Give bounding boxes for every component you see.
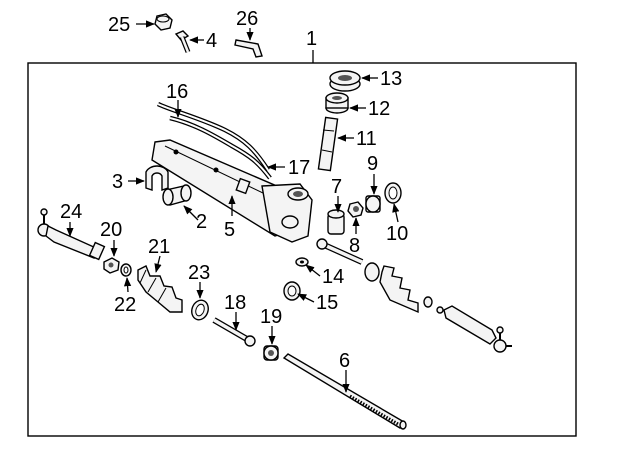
callout-11: 11 — [356, 128, 377, 150]
callout-6: 6 — [339, 350, 350, 372]
part-18-inner-tie-rod — [212, 317, 256, 347]
callout-2: 2 — [196, 211, 207, 233]
part-23-ring — [191, 299, 209, 321]
part-22-clamp — [120, 263, 132, 277]
part-20-jam-nut — [103, 257, 120, 274]
callout-26: 26 — [236, 8, 258, 30]
part-15-clamp — [283, 281, 301, 301]
callout-14: 14 — [322, 266, 344, 288]
callout-21: 21 — [148, 236, 170, 258]
part-right-boot — [364, 262, 444, 314]
part-2-bushing — [162, 184, 192, 206]
part-4-bolt — [174, 30, 191, 53]
part-19-bushing — [263, 345, 279, 361]
part-8-nut — [347, 201, 364, 218]
callout-19: 19 — [260, 306, 282, 328]
callout-24: 24 — [60, 201, 82, 223]
leader-14 — [305, 264, 321, 277]
callout-1: 1 — [306, 28, 317, 50]
callout-13: 13 — [380, 68, 402, 90]
callout-17: 17 — [288, 157, 310, 179]
part-10-seal-ring — [384, 182, 402, 204]
callout-4: 4 — [206, 30, 217, 52]
part-14-washer — [295, 257, 309, 267]
callout-20: 20 — [100, 219, 122, 241]
callout-5: 5 — [224, 219, 235, 241]
callout-22: 22 — [114, 294, 136, 316]
callout-25: 25 — [108, 14, 130, 36]
leader-2 — [183, 205, 199, 221]
leader-10 — [392, 203, 400, 223]
part-26-pin — [234, 39, 263, 58]
callout-9: 9 — [367, 153, 378, 175]
callout-10: 10 — [386, 223, 408, 245]
part-13-mount — [329, 70, 361, 92]
leader-15 — [297, 293, 315, 303]
part-9-plug — [365, 195, 381, 213]
callout-3: 3 — [112, 171, 123, 193]
assembly-frame — [27, 62, 577, 437]
part-outer-tie-rod-right — [443, 305, 512, 353]
part-5-gear-housing — [151, 139, 313, 243]
part-21-boot — [137, 265, 183, 313]
part-16-fluid-lines — [156, 101, 272, 180]
part-24-outer-tie-rod — [37, 208, 106, 261]
callout-8: 8 — [349, 235, 360, 257]
callout-18: 18 — [224, 292, 246, 314]
callout-7: 7 — [331, 176, 342, 198]
part-inner-tie-rod-right — [316, 238, 364, 265]
callout-16: 16 — [166, 81, 188, 103]
leader-21 — [154, 255, 162, 273]
part-25-nut — [154, 13, 173, 31]
callout-15: 15 — [316, 292, 338, 314]
callout-12: 12 — [368, 98, 390, 120]
part-7-yoke — [327, 209, 345, 235]
part-12-bushing — [325, 92, 349, 114]
leader-22 — [123, 277, 132, 293]
callout-23: 23 — [188, 262, 210, 284]
part-11-pinion — [317, 116, 339, 172]
part-3-bracket — [145, 165, 169, 191]
